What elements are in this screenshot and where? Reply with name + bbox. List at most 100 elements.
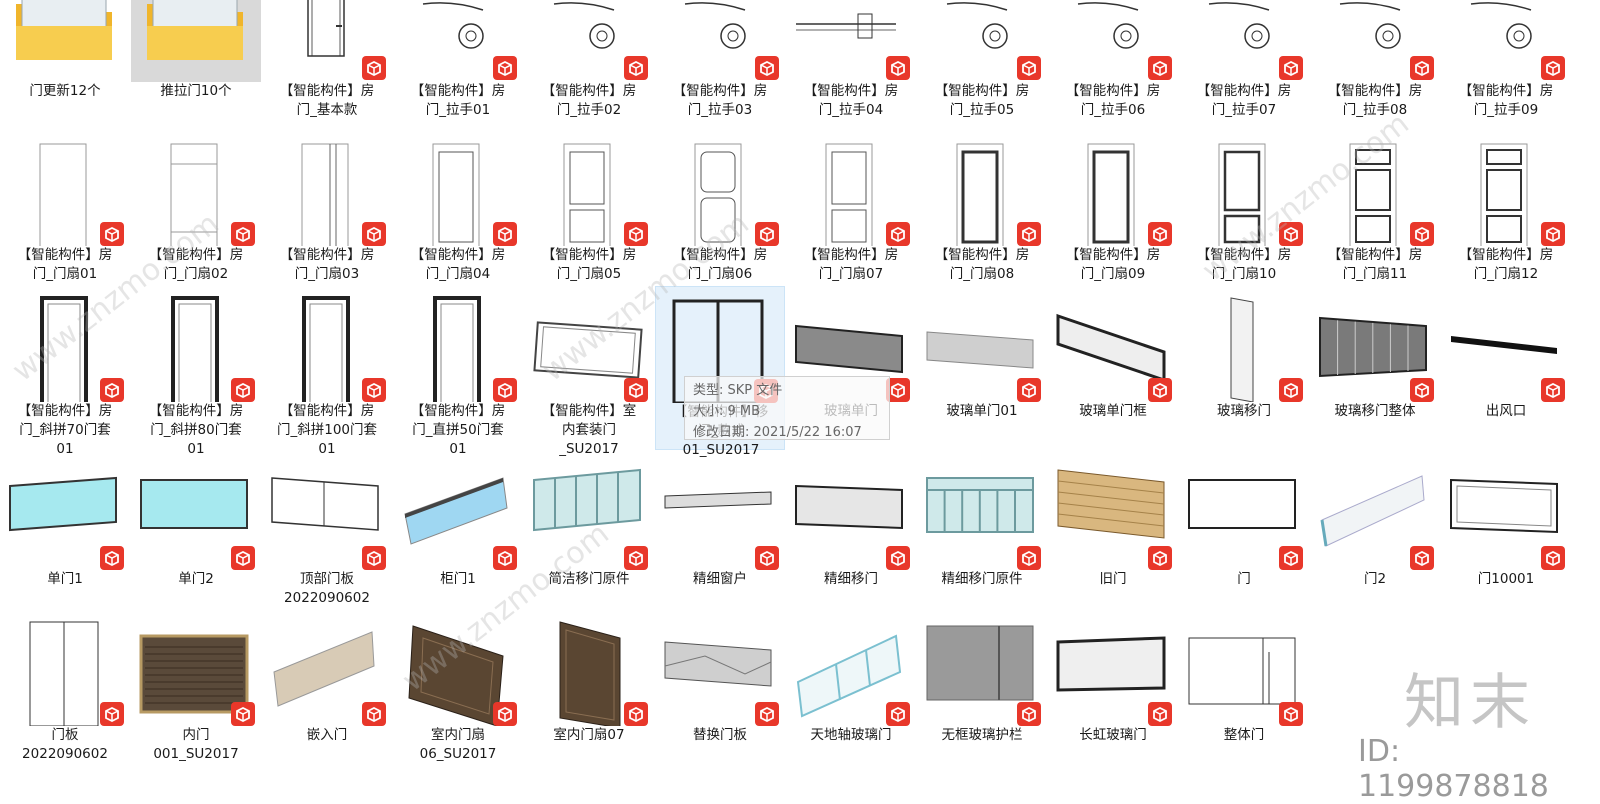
file-item[interactable]: 【智能构件】房 门_门扇09 (1048, 130, 1178, 286)
sketchup-file-icon (1410, 222, 1434, 246)
file-item[interactable]: 【智能构件】房 门_拉手06 (1048, 0, 1178, 118)
sketchup-file-icon (362, 378, 386, 402)
sketchup-file-icon (1410, 56, 1434, 80)
file-thumbnail (524, 136, 654, 246)
sketchup-file-icon (1017, 222, 1041, 246)
file-item[interactable]: 【智能构件】房 门_拉手04 (786, 0, 916, 118)
file-item[interactable]: 玻璃单门框 (1048, 286, 1178, 450)
file-thumbnail (1441, 0, 1571, 64)
file-item[interactable]: 室内门扇07 (524, 610, 654, 766)
file-item[interactable]: 【智能构件】房 门_门扇10 (1179, 130, 1309, 286)
file-item[interactable]: 替换门板 (655, 610, 785, 766)
file-item[interactable]: 【智能构件】室 内套装门 _SU2017 (524, 286, 654, 457)
file-item[interactable]: 室内门扇 06_SU2017 (393, 610, 523, 766)
file-item[interactable]: 【智能构件】房 门_门扇08 (917, 130, 1047, 286)
file-item[interactable]: 玻璃单门01 (917, 286, 1047, 450)
file-item[interactable]: 【智能构件】房 门_门扇12 (1441, 130, 1571, 286)
file-item[interactable]: 【智能构件】房 门_斜拼70门套 01 (0, 286, 130, 457)
file-item[interactable]: 门板 2022090602 (0, 610, 130, 766)
file-item[interactable]: 柜门1 (393, 454, 523, 610)
file-name: 【智能构件】房 门_拉手09 (1458, 83, 1554, 118)
file-item[interactable]: 长虹玻璃门 (1048, 610, 1178, 766)
file-item[interactable]: 【智能构件】房 门_门扇06 (655, 130, 785, 286)
file-thumbnail (131, 460, 261, 570)
sketchup-file-icon (755, 56, 779, 80)
file-item[interactable]: 【智能构件】房 门_拉手05 (917, 0, 1047, 118)
file-item[interactable]: 【智能构件】房 门_拉手01 (393, 0, 523, 118)
file-item[interactable]: 出风口 (1441, 286, 1571, 450)
file-item[interactable]: 门 (1179, 454, 1309, 610)
file-name: 替换门板 (693, 727, 747, 743)
file-item[interactable]: 【智能构件】房 门_斜拼80门套 01 (131, 286, 261, 457)
watermark-id: ID: 1199878818 (1358, 734, 1549, 804)
file-item[interactable]: 简洁移门原件 (524, 454, 654, 610)
file-item[interactable]: 【智能构件】房 门_拉手08 (1310, 0, 1440, 118)
file-item[interactable]: 玻璃移门整体 (1310, 286, 1440, 450)
file-thumbnail (917, 0, 1047, 64)
file-item[interactable]: 【智能构件】房 门_拉手09 (1441, 0, 1571, 118)
file-item[interactable]: 【智能构件】房 门_拉手07 (1179, 0, 1309, 118)
file-item[interactable]: 【智能构件】房 门_拉手03 (655, 0, 785, 118)
file-name: 【智能构件】房 门_门扇07 (803, 247, 899, 282)
file-thumbnail (786, 0, 916, 64)
sketchup-file-icon (886, 222, 910, 246)
sketchup-file-icon (231, 702, 255, 726)
file-item[interactable]: 【智能构件】房 门_斜拼100门套 01 (262, 286, 392, 457)
file-name: 【智能构件】房 门_门扇04 (410, 247, 506, 282)
file-thumbnail (393, 616, 523, 726)
sketchup-file-icon (493, 56, 517, 80)
file-item[interactable]: 顶部门板 2022090602 (262, 454, 392, 610)
file-name: 玻璃移门整体 (1334, 403, 1416, 419)
file-item[interactable]: 【智能构件】房 门_门扇03 (262, 130, 392, 286)
file-item[interactable]: 【智能构件】房 门_门扇05 (524, 130, 654, 286)
file-thumbnail (0, 136, 130, 246)
file-item[interactable]: 嵌入门 (262, 610, 392, 766)
file-name: 【智能构件】房 门_直拼50门套 01 (410, 403, 506, 457)
file-thumbnail (655, 460, 785, 570)
file-name: 玻璃单门框 (1079, 403, 1147, 419)
file-item[interactable]: 无框玻璃护栏 (917, 610, 1047, 766)
file-thumbnail (393, 292, 523, 402)
file-name: 门更新12个 (29, 83, 101, 99)
file-name: 【智能构件】房 门_门扇05 (541, 247, 637, 282)
file-item[interactable]: 单门2 (131, 454, 261, 610)
file-item[interactable]: 【智能构件】房 门_拉手02 (524, 0, 654, 118)
file-thumbnail (655, 0, 785, 64)
file-item[interactable]: 精细移门原件 (917, 454, 1047, 610)
file-item[interactable]: 【智能构件】房 门_门扇07 (786, 130, 916, 286)
file-thumbnail (917, 292, 1047, 402)
file-name: 无框玻璃护栏 (941, 727, 1023, 743)
file-thumbnail (917, 460, 1047, 570)
file-thumbnail (786, 136, 916, 246)
file-item[interactable]: 推拉门10个 (131, 0, 261, 99)
file-item[interactable]: 精细移门 (786, 454, 916, 610)
sketchup-file-icon (1410, 378, 1434, 402)
file-name: 【智能构件】房 门_拉手07 (1196, 83, 1292, 118)
tooltip-date: 修改日期: 2021/5/22 16:07 (693, 425, 862, 440)
file-item[interactable]: 门2 (1310, 454, 1440, 610)
sketchup-file-icon (1148, 546, 1172, 570)
file-item[interactable]: 玻璃移门 (1179, 286, 1309, 450)
file-item[interactable]: 【智能构件】房 门_门扇04 (393, 130, 523, 286)
file-item[interactable]: 整体门 (1179, 610, 1309, 766)
file-item[interactable]: 【智能构件】房 门_基本款 (262, 0, 392, 118)
file-thumbnail (524, 292, 654, 402)
sketchup-file-icon (1279, 546, 1303, 570)
file-item[interactable]: 【智能构件】房 门_直拼50门套 01 (393, 286, 523, 457)
file-name: 【智能构件】室 内套装门 _SU2017 (541, 403, 637, 457)
file-thumbnail (1179, 292, 1309, 402)
file-item[interactable]: 【智能构件】房 门_门扇02 (131, 130, 261, 286)
file-item[interactable]: 精细窗户 (655, 454, 785, 610)
file-item[interactable]: 【智能构件】房 门_门扇11 (1310, 130, 1440, 286)
file-item[interactable]: 旧门 (1048, 454, 1178, 610)
file-item[interactable]: 天地轴玻璃门 (786, 610, 916, 766)
file-item[interactable]: 【智能构件】房 门_门扇01 (0, 130, 130, 286)
file-thumbnail (786, 460, 916, 570)
sketchup-file-icon (1279, 378, 1303, 402)
file-thumbnail (1441, 136, 1571, 246)
file-item[interactable]: 门10001 (1441, 454, 1571, 610)
file-item[interactable]: 内门 001_SU2017 (131, 610, 261, 766)
file-item[interactable]: 单门1 (0, 454, 130, 610)
file-item[interactable]: 门更新12个 (0, 0, 130, 99)
